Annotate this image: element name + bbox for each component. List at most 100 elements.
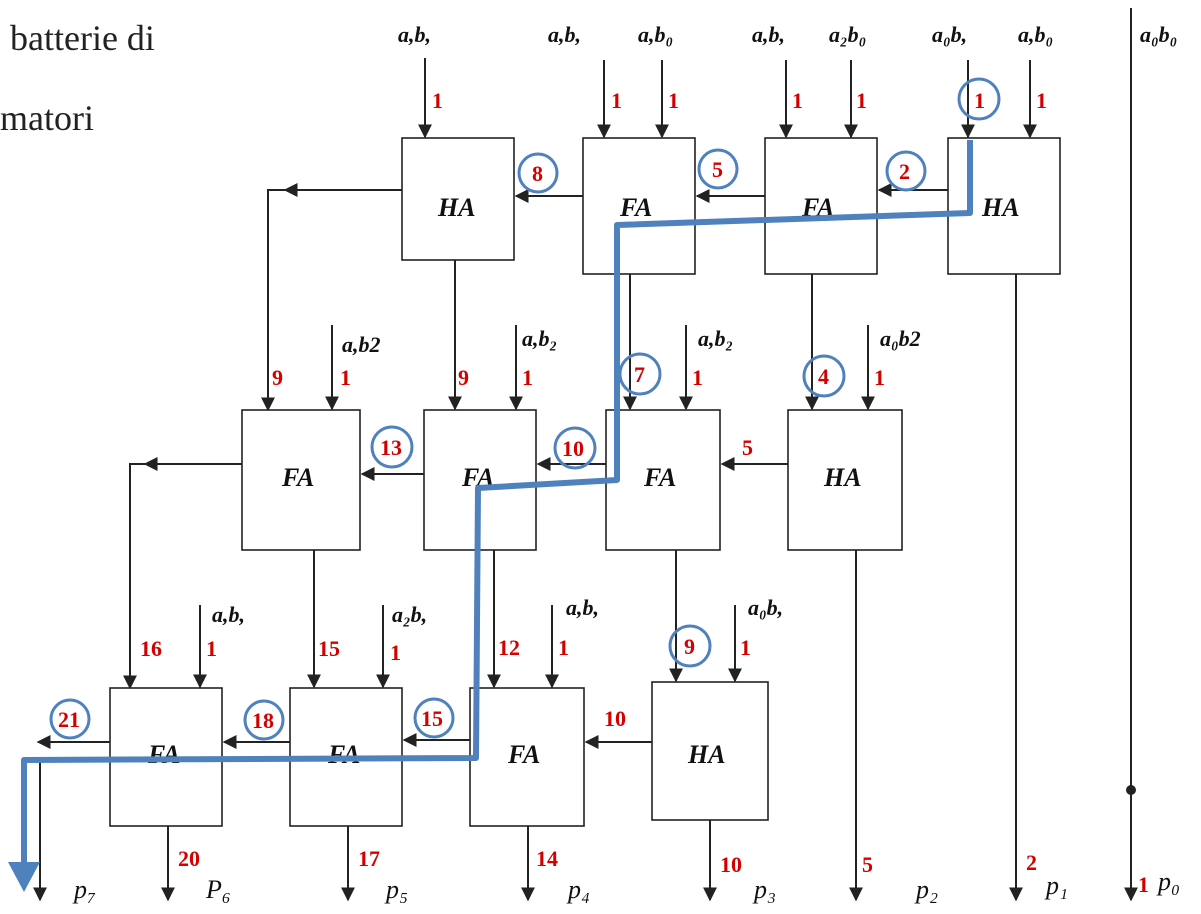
- row3-carry-delay: 21: [58, 707, 80, 732]
- row2-input-label-2: a,b₂: [522, 326, 557, 351]
- row2-fa-block-3: [605, 409, 721, 551]
- output-label-p6: P₆: [205, 875, 231, 904]
- row2: FA FA FA HA a,b2 a,b₂ a,b₂ a₀b2 1 1 1 1 …: [123, 260, 921, 690]
- row3-sum-delay: 12: [498, 635, 520, 660]
- row2-block-label-1: FA: [281, 463, 314, 492]
- row3-carry-delay: 10: [604, 706, 626, 731]
- row3-input-label-4: a₀b,: [748, 595, 783, 620]
- row1-input-delay: 1: [611, 88, 622, 113]
- row1-carry-delay-circle: [517, 152, 559, 194]
- row1-carry-delay: 5: [712, 157, 723, 182]
- row3-input-label-3: a,b,: [566, 595, 599, 620]
- row3-carry-delay-circle: [49, 698, 91, 740]
- row1-input-delay: 1: [668, 88, 679, 113]
- row1-fa-block-2: [582, 137, 696, 275]
- row1-input-delay: 1: [1036, 88, 1047, 113]
- row3-carry-delay-circle: [413, 697, 455, 739]
- row1-input-label-5: a₂b₀: [829, 22, 866, 47]
- row2-carry-delay: 5: [742, 435, 753, 460]
- row2-input-label-1: a,b2: [342, 332, 381, 357]
- row1-carry-delay-circle: [885, 150, 927, 192]
- row2-carry-delay: 13: [380, 435, 402, 460]
- row3: FA FA FA HA a,b, a₂b, a,b, a₀b, 1 1 1 1 …: [36, 550, 783, 827]
- row2-sum-delay: 4: [818, 364, 829, 389]
- output-delay-p1: 2: [1026, 850, 1037, 875]
- row2-sum-delay: 7: [634, 362, 645, 387]
- critical-path-arrowhead: [8, 862, 40, 892]
- row2-carry-delay-circle: [553, 426, 597, 470]
- output-label-p7: p₇: [72, 875, 96, 904]
- row1-input-delay: 1: [974, 88, 985, 113]
- row1-carry-delay: 8: [532, 161, 543, 186]
- row3-sum-delay: 15: [318, 636, 340, 661]
- row1-input-delay: 1: [432, 88, 443, 113]
- row2-input-delay: 1: [522, 365, 533, 390]
- row2-sum-delay: 9: [272, 365, 283, 390]
- row3-input-label-1: a,b,: [212, 602, 245, 627]
- output-label-p1: p₁: [1044, 871, 1068, 900]
- row1-input-delay: 1: [856, 88, 867, 113]
- junction-dot: [1126, 785, 1136, 795]
- row1-carry-delay-circle: [697, 148, 739, 190]
- row2-input-delay: 1: [874, 365, 885, 390]
- row2-input-delay: 1: [692, 365, 703, 390]
- row1-input-label-2: a,b,: [548, 22, 581, 47]
- row2-input-label-3: a,b₂: [698, 326, 733, 351]
- row1-input-label-1: a,b,: [398, 22, 431, 47]
- row3-sum-delay-circle: [668, 624, 712, 668]
- row1-carry-delay: 2: [899, 159, 910, 184]
- row3-input-delay: 1: [740, 635, 751, 660]
- row3-block-label-3: FA: [507, 740, 540, 769]
- row2-block-label-3: FA: [643, 463, 676, 492]
- row3-input-label-2: a₂b,: [392, 602, 427, 627]
- heading-line2: matori: [0, 98, 94, 138]
- row1-input-delay-circle: [957, 77, 1001, 121]
- row3-carry-delay: 15: [421, 706, 443, 731]
- output-delay-p6: 20: [178, 846, 200, 871]
- row2-ha-block-4: [787, 409, 903, 551]
- row1-block-label-4: HA: [981, 193, 1020, 222]
- output-delay-p3: 10: [720, 852, 742, 877]
- output-label-p3: p₃: [752, 875, 776, 904]
- row3-input-delay: 1: [206, 636, 217, 661]
- output-label-p5: p₅: [384, 875, 408, 904]
- row3-carry-delay-circle: [243, 699, 285, 741]
- row1-input-label-3: a,b₀: [638, 22, 673, 47]
- output-delay-p5: 17: [358, 846, 380, 871]
- row1-block-label-1: HA: [437, 193, 476, 222]
- row1-block-label-2: FA: [619, 193, 652, 222]
- critical-path: [8, 140, 973, 892]
- row1-ha-block-4: [947, 137, 1061, 275]
- row2-fa-block-1: [241, 409, 361, 551]
- row2-carry-delay: 10: [562, 436, 584, 461]
- row3-fa-block-3: [469, 687, 585, 827]
- row1-fa-block-3: [764, 137, 878, 275]
- output-label-p4: p₄: [566, 875, 590, 904]
- right-column-label: a₀b₀: [1140, 22, 1177, 47]
- row3-block-label-2: FA: [327, 740, 360, 769]
- row1-ha-block-1: [401, 137, 515, 261]
- row1: HA FA FA HA a,b, a,b, a,b₀ a,b, a₂b₀ a₀b…: [261, 22, 1061, 412]
- output-delay-p2: 5: [862, 852, 873, 877]
- row1-input-delay: 1: [792, 88, 803, 113]
- row3-ha-block-4: [651, 681, 769, 821]
- row3-sum-delay: 9: [684, 634, 695, 659]
- output-delay-p0: 1: [1138, 872, 1149, 897]
- row2-input-delay: 1: [340, 365, 351, 390]
- row3-block-label-1: FA: [147, 740, 180, 769]
- row3-carry-delay: 18: [252, 708, 274, 733]
- row2-block-label-4: HA: [823, 463, 862, 492]
- row1-input-label-4: a,b,: [752, 22, 785, 47]
- heading-line1: batterie di: [10, 18, 155, 58]
- row1-input-label-7: a,b₀: [1018, 22, 1053, 47]
- outputs: a₀b₀ p₇ P₆ p₅ p₄ p₃ p₂ p₁ p₀ 20 17 14 10…: [33, 8, 1180, 904]
- row3-block-label-4: HA: [687, 740, 726, 769]
- row1-input-label-6: a₀b,: [932, 22, 967, 47]
- row3-input-delay: 1: [558, 635, 569, 660]
- row2-input-label-4: a₀b2: [880, 326, 921, 351]
- row2-carry-delay-circle: [370, 425, 414, 469]
- row2-sum-delay: 9: [458, 365, 469, 390]
- output-label-p2: p₂: [914, 875, 938, 904]
